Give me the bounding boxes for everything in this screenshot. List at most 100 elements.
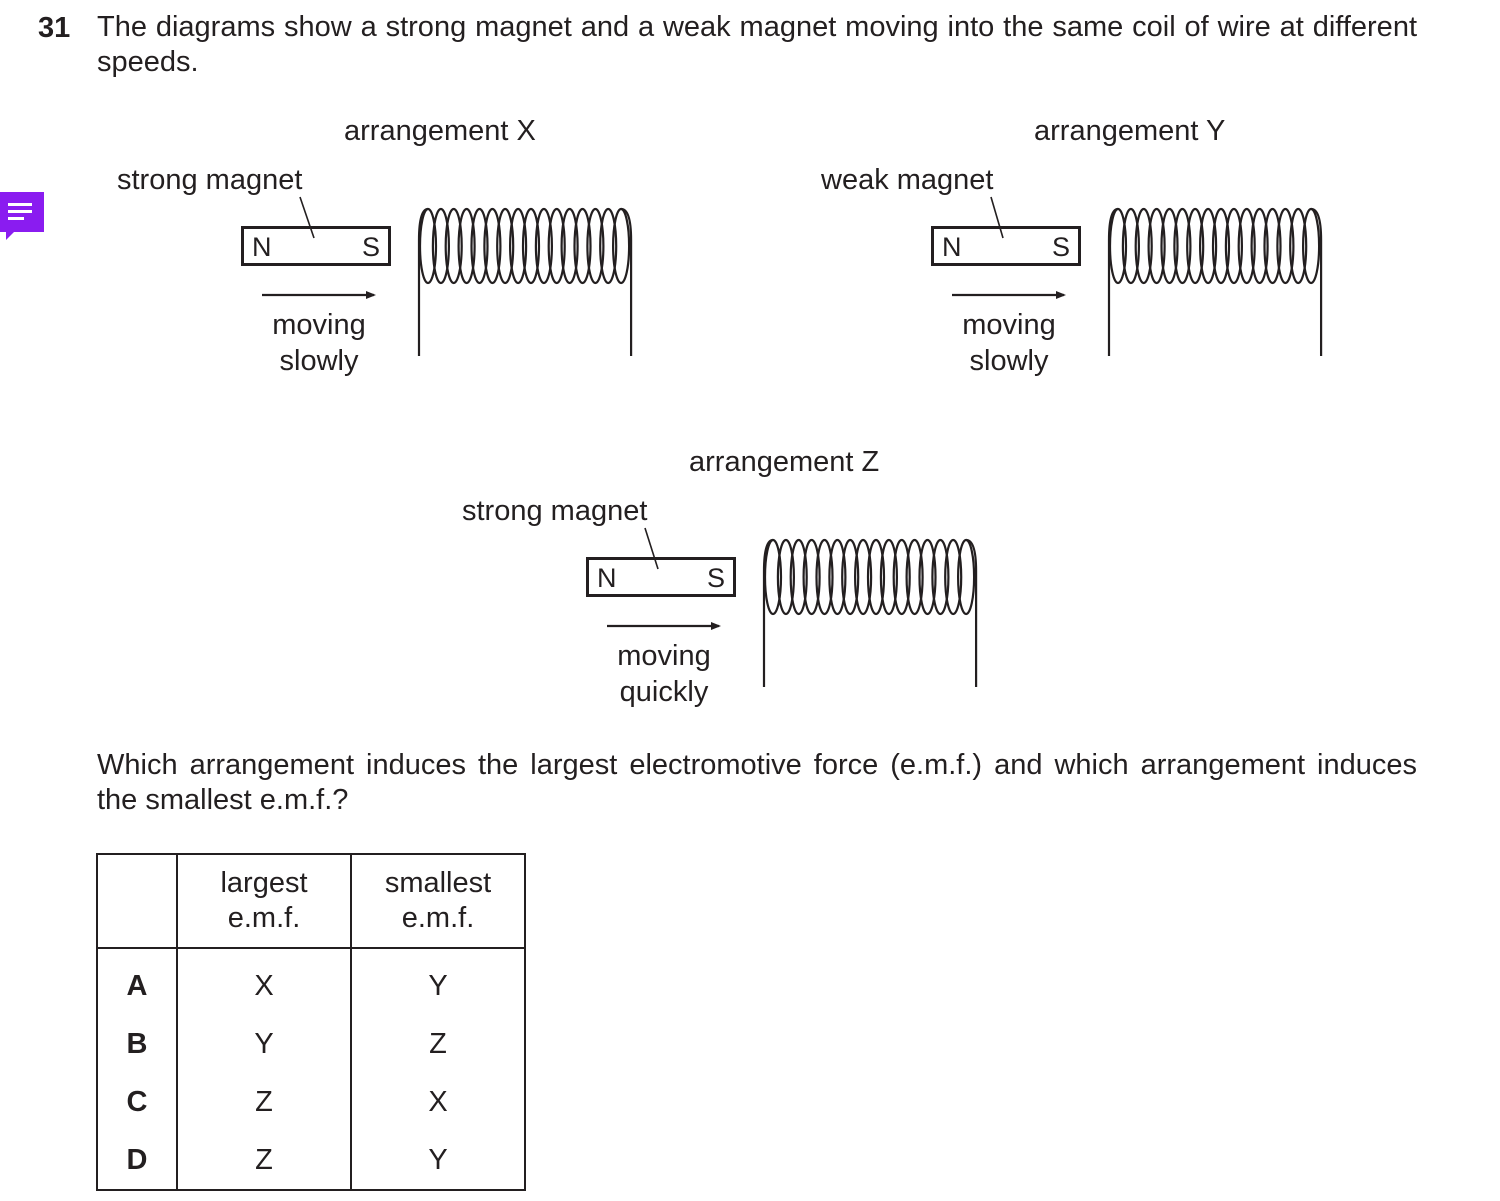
coil-turn: [1276, 207, 1295, 285]
coil-turn: [815, 538, 834, 616]
arrangement-x-title: arrangement X: [344, 115, 536, 147]
option-largest: X: [176, 948, 352, 1015]
coil-turn: [905, 538, 924, 616]
south-pole-label: S: [706, 563, 725, 593]
coil-turn: [944, 538, 963, 616]
option-letter: D: [96, 1131, 178, 1191]
coil-turn: [892, 538, 911, 616]
coil-turn: [1160, 207, 1179, 285]
coil-turn: [802, 538, 821, 616]
coil-turn: [483, 207, 502, 285]
coil-turn: [776, 538, 796, 616]
south-pole-label: S: [361, 232, 380, 262]
table-row[interactable]: C Z X: [96, 1073, 526, 1131]
coil-turn: [1224, 207, 1244, 285]
coil-turn: [879, 538, 899, 616]
table-header-smallest: smallest e.m.f.: [350, 853, 526, 949]
south-pole-label: S: [1051, 232, 1070, 262]
header-smallest-line-2: e.m.f.: [401, 902, 475, 934]
coil-turn: [828, 538, 847, 616]
coil-turn: [1198, 207, 1218, 285]
arrangement-y-magnet: N S: [931, 226, 1081, 266]
coil-turn: [444, 207, 463, 285]
option-smallest: Z: [350, 1015, 526, 1073]
coil-turn: [547, 207, 566, 285]
arrangement-y-motion: moving slowly: [934, 307, 1084, 379]
motion-line-2: quickly: [619, 676, 709, 708]
table-row[interactable]: B Y Z: [96, 1015, 526, 1073]
header-smallest-line-1: smallest: [384, 867, 492, 899]
table-row[interactable]: D Z Y: [96, 1131, 526, 1191]
arrangement-z-title: arrangement Z: [689, 446, 880, 478]
pointer-line-y: [990, 196, 1004, 239]
question-number: 31: [38, 12, 71, 44]
option-smallest: X: [350, 1073, 526, 1131]
pointer-line-z: [644, 527, 659, 570]
coil-turn: [457, 207, 476, 285]
coil-turn: [508, 207, 528, 285]
arrangement-z-magnet-label: strong magnet: [462, 495, 648, 527]
coil-turn: [431, 207, 450, 285]
coil-turn: [1147, 207, 1166, 285]
motion-line-2: slowly: [969, 345, 1049, 377]
arrangement-z-motion: moving quickly: [589, 638, 739, 710]
arrangement-y-magnet-label: weak magnet: [821, 164, 994, 196]
coil-lead-right: [1310, 207, 1323, 356]
header-largest-line-2: e.m.f.: [227, 902, 301, 934]
option-smallest: Y: [350, 948, 526, 1015]
coil-turn: [586, 207, 605, 285]
coil-turn: [1186, 207, 1205, 285]
motion-line-2: slowly: [279, 345, 359, 377]
coil-x: [417, 207, 633, 356]
motion-line-1: moving: [617, 640, 711, 672]
coil-turn: [956, 538, 976, 616]
option-letter: C: [96, 1073, 178, 1131]
header-largest-line-1: largest: [220, 867, 308, 899]
table-header-blank: [96, 853, 178, 949]
coil-turn: [573, 207, 592, 285]
coil-turn: [560, 207, 579, 285]
comment-icon[interactable]: [0, 192, 44, 240]
coil-turn: [1263, 207, 1282, 285]
coil-turn: [1211, 207, 1231, 285]
coil-lead-left: [762, 538, 774, 687]
arrangement-x-magnet-label: strong magnet: [117, 164, 303, 196]
question-intro: The diagrams show a strong magnet and a …: [97, 11, 1417, 78]
north-pole-label: N: [597, 563, 617, 593]
coil-lead-right: [620, 207, 633, 356]
option-largest: Y: [176, 1015, 352, 1073]
coil-turn: [1173, 207, 1192, 285]
arrangement-x-motion: moving slowly: [244, 307, 394, 379]
option-letter: B: [96, 1015, 178, 1073]
coil-lead-left: [1107, 207, 1119, 356]
coil-turn: [841, 538, 860, 616]
answer-table: largest e.m.f. smallest e.m.f. A X Y B Y…: [96, 853, 526, 1191]
north-pole-label: N: [252, 232, 272, 262]
table-header-largest: largest e.m.f.: [176, 853, 352, 949]
option-largest: Z: [176, 1131, 352, 1191]
option-largest: Z: [176, 1073, 352, 1131]
coil-turn: [611, 207, 631, 285]
table-row[interactable]: A X Y: [96, 948, 526, 1015]
coil-turn: [1289, 207, 1308, 285]
coil-lead-left: [417, 207, 429, 356]
arrangement-z-magnet: N S: [586, 557, 736, 597]
motion-line-1: moving: [272, 309, 366, 341]
coil-turn: [599, 207, 618, 285]
coil-turn: [470, 207, 489, 285]
coil-turn: [866, 538, 886, 616]
coil-turn: [931, 538, 950, 616]
coil-turn: [534, 207, 554, 285]
north-pole-label: N: [942, 232, 962, 262]
pointer-line-x: [299, 196, 315, 239]
coil-z: [762, 538, 978, 687]
coil-turn: [1301, 207, 1321, 285]
coil-turn: [1250, 207, 1269, 285]
coil-turn: [1121, 207, 1141, 285]
arrangement-x-magnet: N S: [241, 226, 391, 266]
table-header-row: largest e.m.f. smallest e.m.f.: [96, 853, 526, 949]
coil-y: [1107, 207, 1323, 356]
coil-turn: [789, 538, 808, 616]
coil-turn: [496, 207, 515, 285]
